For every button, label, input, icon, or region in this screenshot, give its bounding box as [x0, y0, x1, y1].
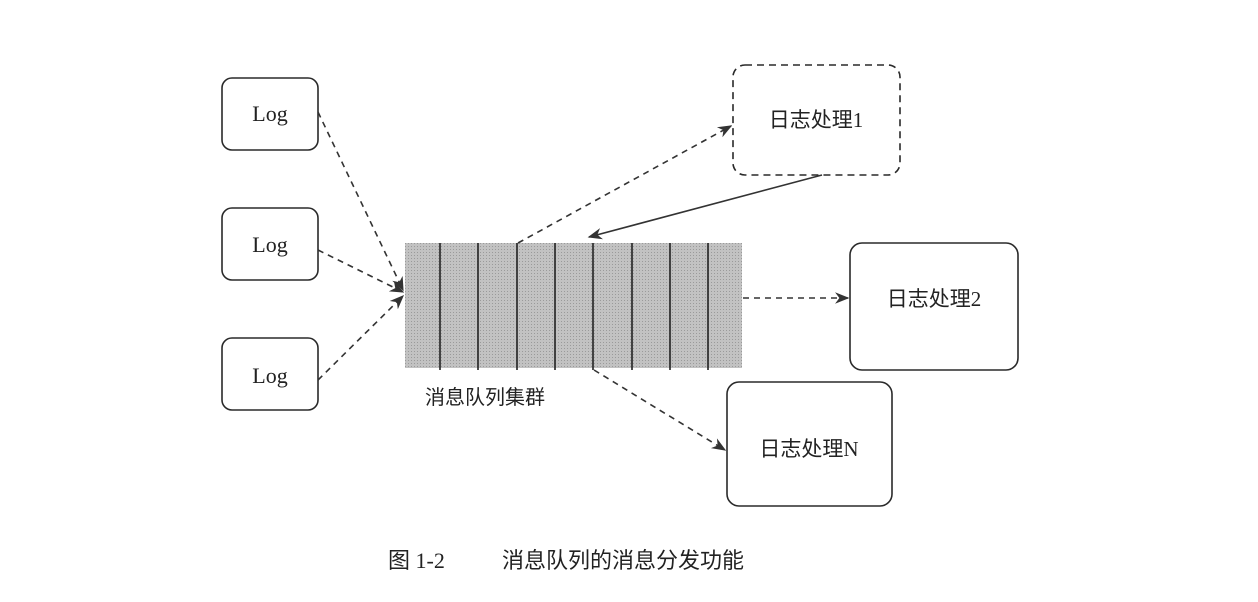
log-source-label: Log	[252, 363, 287, 388]
arrow-log1-to-queue	[317, 111, 404, 292]
log-source-label: Log	[252, 101, 287, 126]
log-source-2: Log	[221, 207, 319, 281]
arrow-queue-to-consumer1	[517, 125, 733, 244]
log-source-3: Log	[221, 337, 319, 411]
arrow-log2-to-queue	[317, 249, 405, 293]
log-source-1: Log	[221, 77, 319, 151]
consumer-label: 日志处理N	[759, 437, 858, 461]
consumer-2: 日志处理2	[849, 242, 1019, 371]
consumer-label: 日志处理2	[887, 287, 982, 311]
consumer-1: 日志处理1	[732, 64, 901, 176]
figure-caption: 图 1-2 消息队列的消息分发功能	[388, 548, 744, 573]
log-source-label: Log	[252, 232, 287, 257]
arrow-queue-to-consumern	[593, 369, 727, 451]
arrow-log3-to-queue	[317, 294, 405, 381]
caption-number: 图 1-2	[388, 548, 445, 573]
queue-label: 消息队列集群	[425, 386, 545, 409]
arrow-consumer1-to-queue	[587, 174, 823, 240]
message-queue-cluster: 消息队列集群	[405, 243, 742, 409]
consumer-label: 日志处理1	[769, 108, 864, 132]
queue-partition-dividers	[439, 243, 709, 370]
caption-title: 消息队列的消息分发功能	[502, 548, 744, 573]
consumer-n: 日志处理N	[726, 381, 893, 507]
